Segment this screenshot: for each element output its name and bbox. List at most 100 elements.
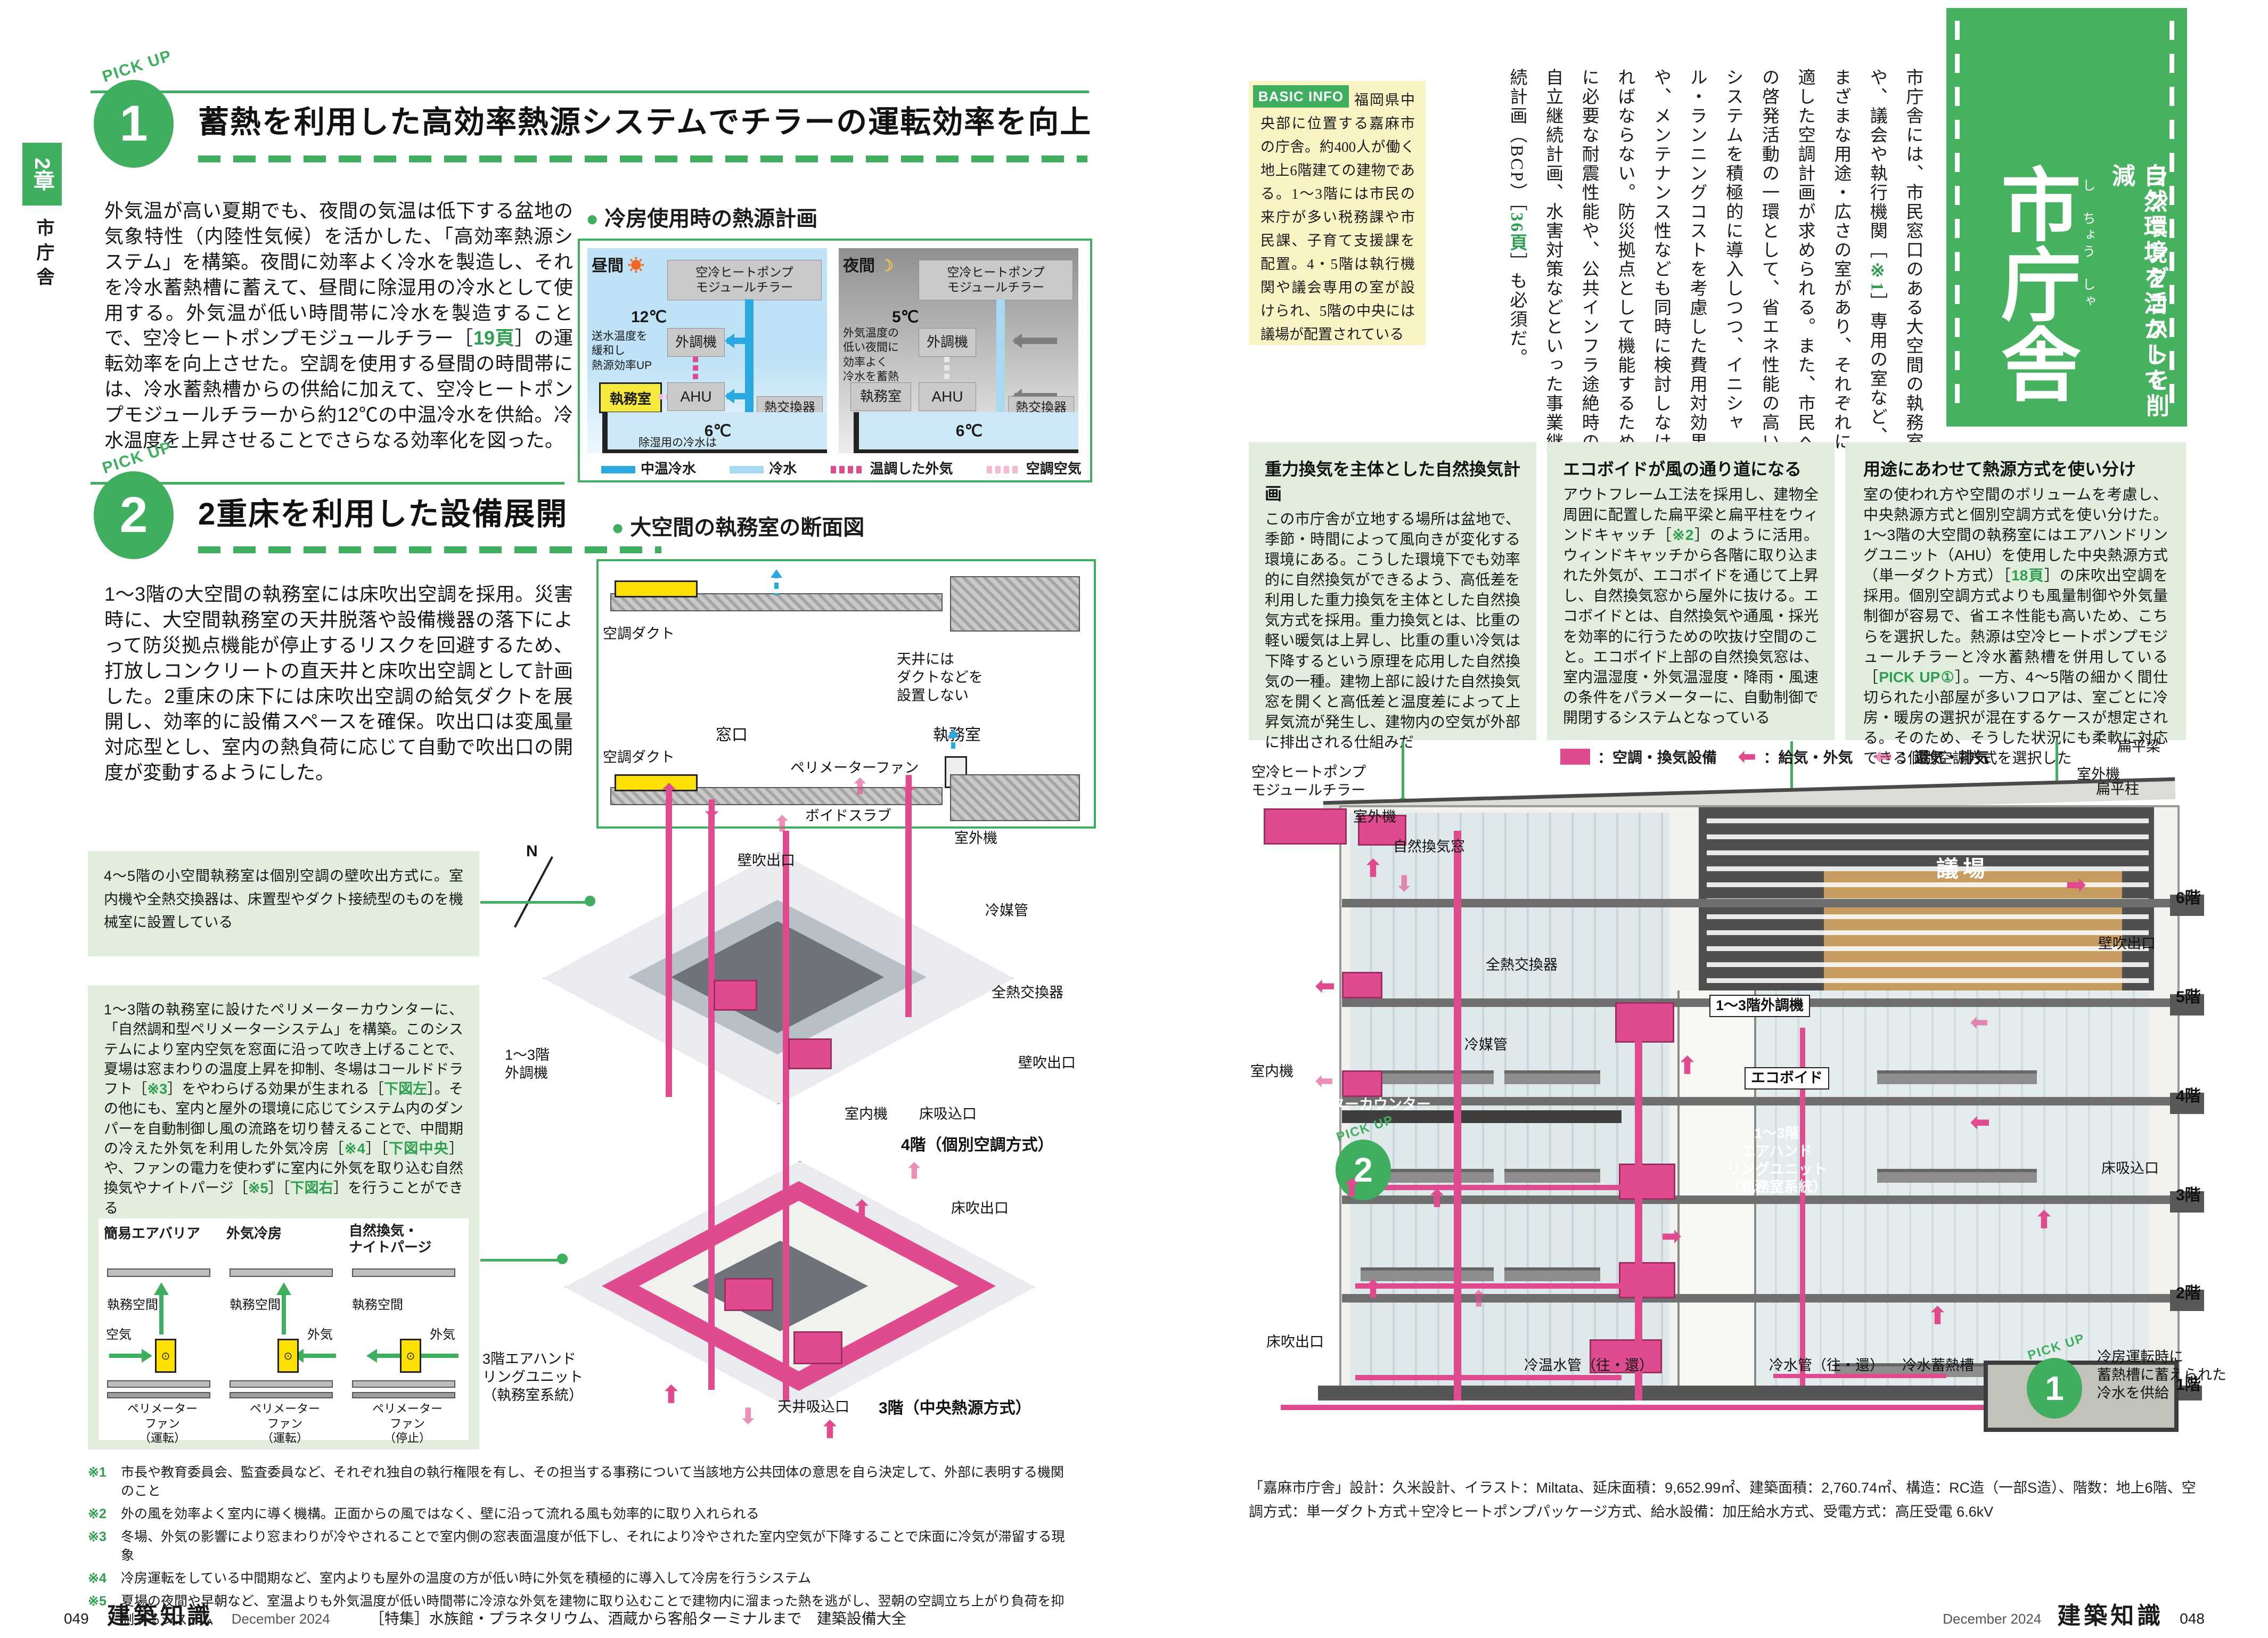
airflow-up-fan — [947, 729, 959, 753]
footnote-mark: ※4 — [88, 1571, 107, 1586]
footnote-text: 市長や教育委員会、監査委員など、それぞれ独自の執行権限を有し、その担当する事務に… — [121, 1465, 1065, 1498]
pickup2-number: 2 — [119, 487, 148, 543]
compass-n: N — [526, 842, 538, 860]
supply-arrow-ahu — [725, 389, 745, 404]
axon-ahu — [793, 1331, 842, 1364]
return-arrow-1 — [1012, 333, 1057, 348]
subtitle-line1: 自然環境を活かして — [2140, 163, 2166, 394]
legend-exhaust-arrow: ⬅ — [1874, 745, 1893, 768]
perimeter-fan-icon: ⊙ — [400, 1339, 421, 1373]
caption-4f: 4階（個別空調方式） — [901, 1136, 1054, 1154]
footnote-text: 外の風を効率よく室内に導く機構。正面からの風ではなく、壁に沿って流れる風も効率的… — [121, 1506, 759, 1521]
floor-duct-1f — [1355, 1375, 1622, 1380]
floor — [352, 1380, 455, 1388]
mini1-title: 簡易エアバリア — [104, 1225, 200, 1241]
night-label: 夜間 ☽ — [843, 257, 894, 275]
swatch-supply-air — [986, 466, 1021, 474]
title-furigana: し ちょう しゃ — [2081, 178, 2095, 310]
rule-line — [91, 91, 1089, 93]
dashed-line-left — [1955, 21, 1960, 414]
section2-title: エコボイドが風の通り道になる — [1563, 460, 1802, 479]
floor — [107, 1392, 210, 1398]
illu-pickup2-badge: 2 — [1336, 1140, 1391, 1200]
text-run: 室の使われ方や空間のボリュームを考慮し、中央熱源方式と個別空調方式を使い分けた。… — [1863, 486, 2168, 584]
mini2-title: 外気冷房 — [226, 1225, 282, 1241]
mini1-fan-label: ペリメーター ファン （運転） — [127, 1402, 198, 1445]
inline-ref: 下図左 — [383, 1081, 428, 1097]
air-arrow: ⬇ — [739, 1405, 757, 1428]
section2-body: アウトフレーム工法を採用し、建物全周囲に配置した扁平梁と扁平柱をウィンドキャッチ… — [1563, 485, 1819, 728]
footnote-text: 夏場の夜間や早朝など、室温よりも外気温度が低い時間帯に冷涼な外気を建物に取り込む… — [121, 1594, 1065, 1627]
ahu-box-n: AHU — [919, 382, 976, 411]
note1-text: 4〜5階の小空間執務室は個別空調の壁吹出方式に。室内機や全熱交換器は、床置型やダ… — [104, 868, 463, 931]
assembly-roof-slats — [1707, 813, 2149, 983]
oa-unit-box-n: 外調機 — [919, 328, 976, 357]
text-run: ］［ — [365, 1140, 389, 1157]
text-run: ］専用の室など、さまざまな用途・広さの室があり、それぞれに適した空調計画が求めら… — [1506, 68, 1887, 465]
leader-line — [1402, 741, 1404, 800]
chapter-number: 2章 — [30, 157, 54, 191]
floor — [107, 1380, 210, 1388]
parapet-step — [2170, 1191, 2204, 1213]
chiller-box-n: 空冷ヒートポンプ モジュールチラー — [919, 260, 1073, 300]
label-duct-low: 空調ダクト — [603, 749, 675, 765]
heat-diagram: 昼間 ☀ 空冷ヒートポンプ モジュールチラー 12℃ 送水温度を 緩和し 熱源効… — [578, 239, 1092, 482]
label-ahu-3f: 3階エアハンド リングユニット （執務室系統） — [482, 1351, 583, 1403]
moon-icon: ☽ — [879, 257, 894, 275]
pickup1-title: 蓄熱を利用した高効率熱源システムでチラーの運転効率を向上 — [198, 105, 1092, 140]
ceiling — [230, 1268, 333, 1277]
swatch-medium-chilled-water — [601, 466, 635, 474]
beam-top-right — [950, 576, 1080, 632]
pickup2-underline — [198, 546, 661, 553]
main-title: 市庁舎 — [1989, 163, 2079, 403]
mini3-title: 自然換気・ ナイトパージ — [349, 1223, 432, 1256]
mini3-side: 外気 — [430, 1328, 455, 1342]
day-panel: 昼間 ☀ 空冷ヒートポンプ モジュールチラー 12℃ 送水温度を 緩和し 熱源効… — [587, 248, 827, 453]
intro-text: 市庁舎には、市民窓口のある大空間の執務室や、議会や執行機関［※1］専用の室など、… — [1440, 68, 1930, 466]
footnote-mark: ※3 — [88, 1529, 107, 1544]
day-label: 昼間 ☀ — [592, 257, 644, 275]
riser — [1454, 831, 1461, 1401]
footnote-mark: ※2 — [88, 1506, 107, 1521]
inline-ref: PICK UP① — [1879, 668, 1955, 685]
desks — [1877, 1169, 2037, 1183]
inline-ref: 下図右 — [290, 1180, 333, 1197]
mini-oa-cooling: 外気冷房 執務空間 外気 ⊙ ペリメーター ファン （運転） — [226, 1223, 341, 1445]
leader-line — [480, 901, 587, 904]
illu-pickup2-number: 2 — [1354, 1151, 1373, 1189]
wall-unit-4f — [1342, 1070, 1382, 1097]
rule-line — [91, 482, 564, 485]
note-supply: 送水温度を 緩和し 熱源効率UP — [592, 330, 652, 372]
floor — [230, 1380, 333, 1388]
note-box-1: 4〜5階の小空間執務室は個別空調の壁吹出方式に。室内機や全熱交換器は、床置型やダ… — [88, 851, 479, 956]
heat-legend: 中温冷水 冷水 温調した外気 空調空気 — [601, 458, 1082, 478]
perimeter-fan-icon: ⊙ — [277, 1339, 299, 1373]
text-run: ］［ — [268, 1180, 290, 1197]
label-heat-exchanger: 全熱交換器 — [992, 985, 1063, 1001]
illu-legend: ：空調・換気設備 ⬅ ：給気・外気 ⬅ ：還気・排気 — [1560, 744, 1989, 769]
label-refrigerant-pipe: 冷媒管 — [985, 903, 1028, 919]
ceiling — [352, 1268, 455, 1277]
beam-low-right — [950, 774, 1080, 821]
bullet-icon: ● — [611, 516, 625, 539]
leader-line — [1790, 741, 1793, 792]
mini2-side: 外気 — [307, 1328, 333, 1342]
mini2-room: 執務空間 — [230, 1298, 281, 1312]
inline-ref: ※3 — [147, 1081, 168, 1097]
floor-duct-3f — [1355, 1185, 1622, 1190]
note-box-2: 1〜3階の執務室に設けたペリメーターカウンターに、「自然調和型ペリメーターシステ… — [88, 985, 479, 1449]
label-perimeter-fan: ペリメーターファン — [790, 760, 919, 776]
text-run: この市庁舎が立地する場所は盆地で、季節・時間によって風向きが変化する環境にある。… — [1265, 511, 1520, 750]
supply-duct-low — [615, 774, 698, 791]
label-outdoor-unit: 室外機 — [954, 830, 997, 846]
oa-unit-box: 外調機 — [667, 328, 725, 357]
inline-ref: 19頁 — [473, 327, 515, 349]
text-run: ］をやわらげる効果が生まれる［ — [167, 1081, 384, 1097]
leader-dot — [585, 896, 595, 906]
inline-ref: ※2 — [1672, 527, 1694, 544]
text-run: ］のように活用。ウィンドキャッチから各階に取り込まれた外気が、エコボイドを通じて… — [1563, 527, 1819, 726]
issue-date: December 2024 — [1943, 1611, 2042, 1627]
up-arrow — [276, 1282, 291, 1334]
